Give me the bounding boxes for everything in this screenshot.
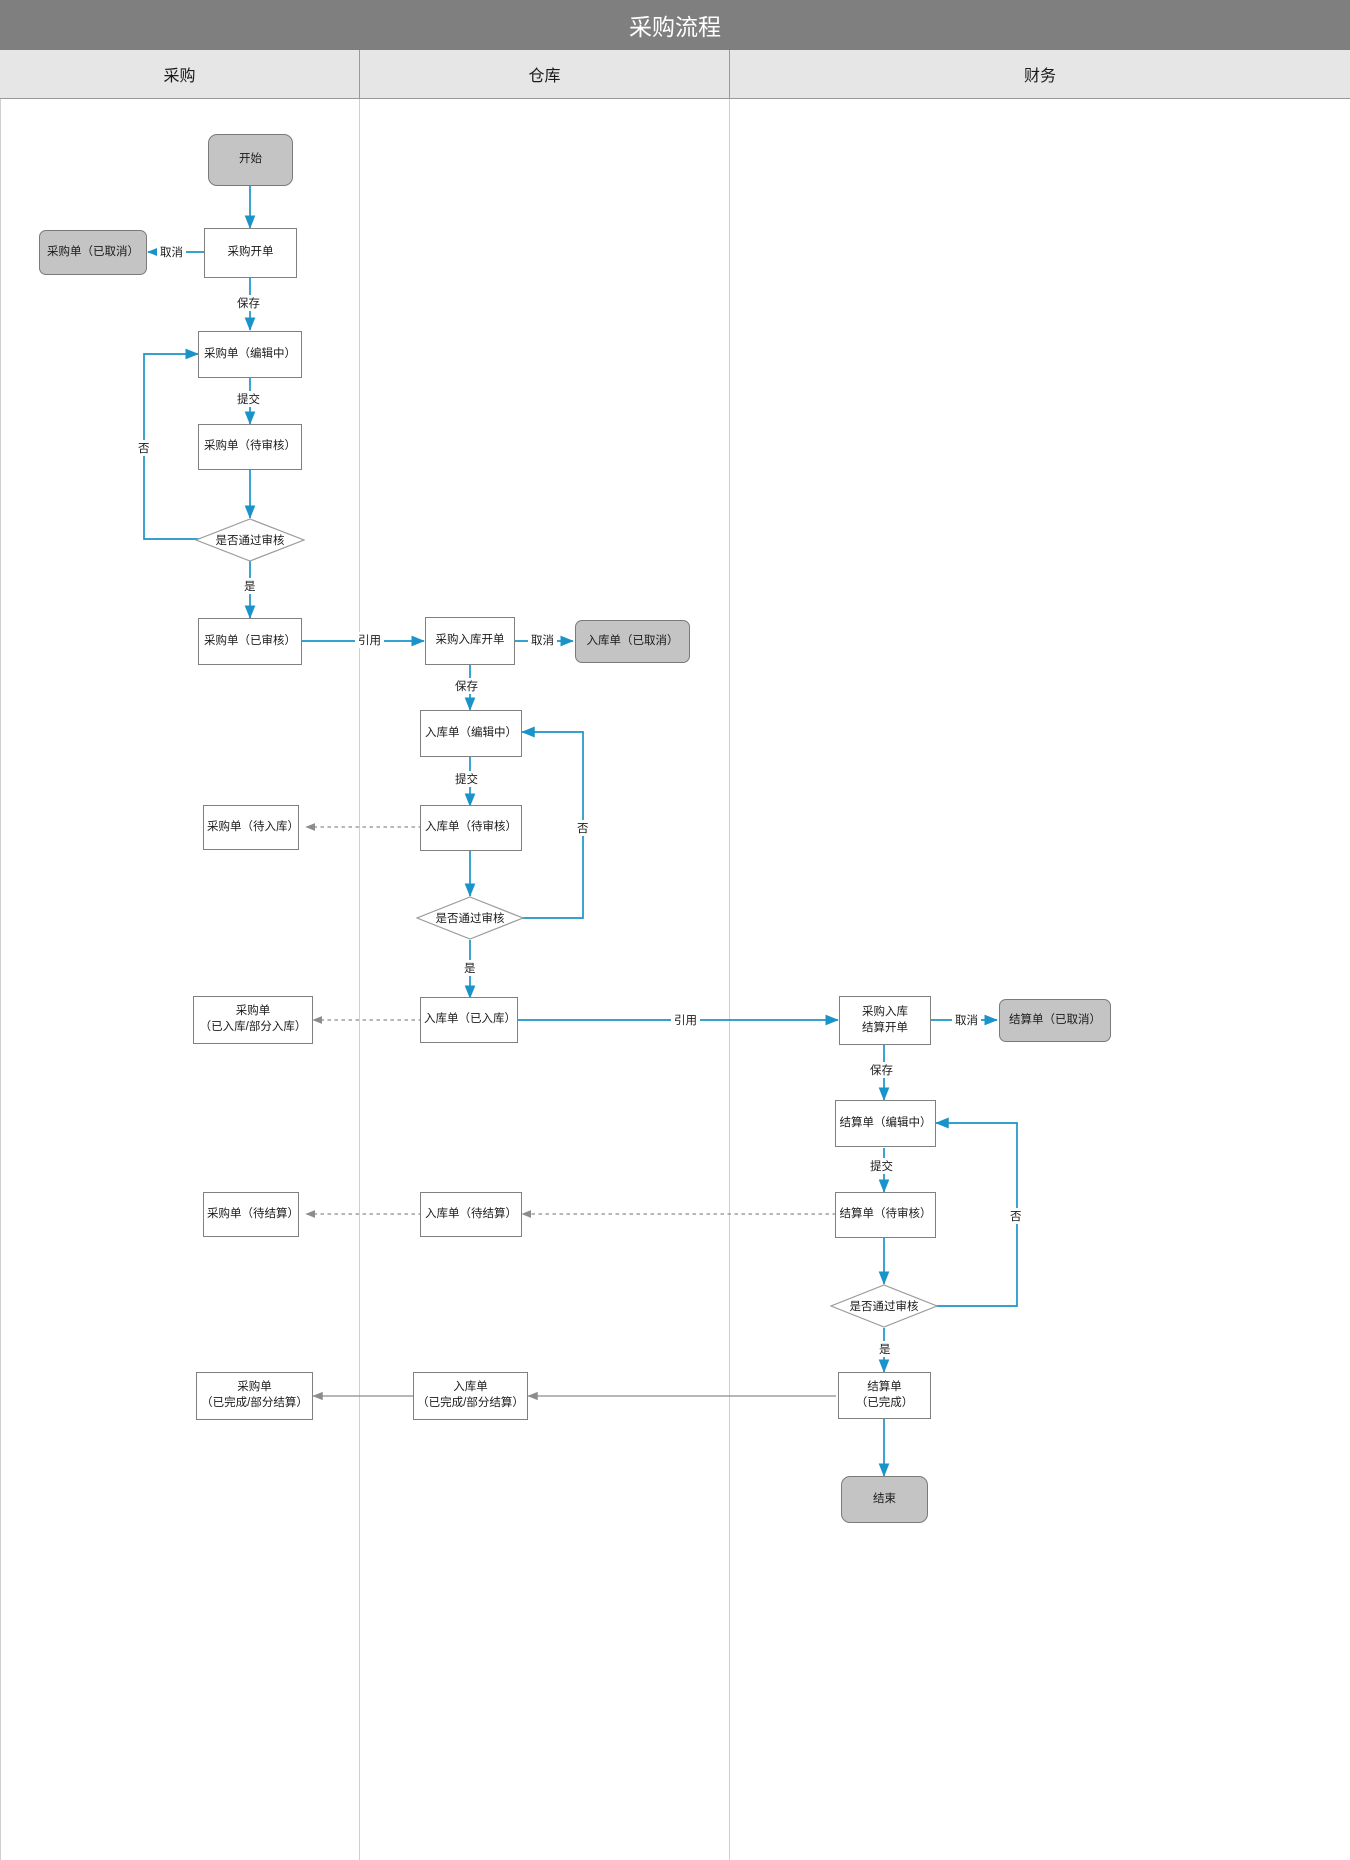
edge-label-quote-set: 引用: [671, 1012, 700, 1028]
edge-label-no-inb: 否: [574, 820, 592, 836]
lane-header-finance: 财务: [730, 50, 1350, 99]
node-po-pending-instock[interactable]: 采购单（待入库）: [203, 805, 299, 850]
node-po-audit-decision-label: 是否通过审核: [215, 535, 285, 547]
lane-body-warehouse: [360, 99, 730, 1860]
node-po-pending-audit[interactable]: 采购单（待审核）: [198, 424, 302, 470]
node-po-editing[interactable]: 采购单（编辑中）: [198, 331, 302, 378]
edge-label-save-po: 保存: [234, 295, 263, 311]
node-inb-instocked[interactable]: 入库单（已入库）: [420, 997, 518, 1043]
node-inb-audit-decision-label: 是否通过审核: [435, 913, 505, 925]
lane-header-warehouse: 仓库: [360, 50, 730, 99]
edge-label-yes-set: 是: [876, 1341, 894, 1357]
node-set-audit-decision-label: 是否通过审核: [849, 1301, 919, 1313]
node-po-cancelled[interactable]: 采购单（已取消）: [39, 230, 147, 275]
node-set-create[interactable]: 采购入库 结算开单: [839, 996, 931, 1045]
node-po-pending-settle[interactable]: 采购单（待结算）: [203, 1192, 299, 1237]
edge-label-save-set: 保存: [867, 1062, 896, 1078]
node-inb-create[interactable]: 采购入库开单: [425, 617, 515, 665]
edge-label-no-po: 否: [135, 440, 153, 456]
lane-body-purchasing: [0, 99, 360, 1860]
node-end[interactable]: 结束: [841, 1476, 928, 1523]
edge-label-no-set: 否: [1007, 1208, 1025, 1224]
edge-label-yes-po: 是: [241, 578, 259, 594]
lane-body-finance: [730, 99, 1350, 1860]
node-set-done[interactable]: 结算单 （已完成）: [838, 1372, 931, 1419]
edge-label-cancel-po: 取消: [157, 244, 186, 260]
node-set-audit-decision[interactable]: 是否通过审核: [830, 1284, 938, 1328]
edge-label-cancel-set: 取消: [952, 1012, 981, 1028]
node-inb-pending-settle[interactable]: 入库单（待结算）: [420, 1192, 522, 1237]
edge-label-submit-inb: 提交: [452, 771, 481, 787]
node-set-editing[interactable]: 结算单（编辑中）: [835, 1100, 936, 1147]
node-po-create[interactable]: 采购开单: [204, 228, 297, 278]
node-set-cancelled[interactable]: 结算单（已取消）: [999, 999, 1111, 1042]
node-inb-pending-audit[interactable]: 入库单（待审核）: [420, 805, 522, 851]
lane-header-purchasing: 采购: [0, 50, 360, 99]
node-inb-cancelled[interactable]: 入库单（已取消）: [575, 620, 690, 663]
diagram-title: 采购流程: [0, 0, 1350, 50]
node-set-pending-audit[interactable]: 结算单（待审核）: [835, 1192, 936, 1238]
edge-label-cancel-inb: 取消: [528, 632, 557, 648]
node-po-audited[interactable]: 采购单（已审核）: [198, 618, 302, 665]
edge-label-quote-inb: 引用: [355, 632, 384, 648]
node-inb-editing[interactable]: 入库单（编辑中）: [420, 710, 522, 757]
node-start[interactable]: 开始: [208, 134, 293, 186]
edge-label-submit-set: 提交: [867, 1158, 896, 1174]
node-po-done-partial-settle[interactable]: 采购单 （已完成/部分结算）: [196, 1372, 313, 1420]
node-po-instock-partial[interactable]: 采购单 （已入库/部分入库）: [193, 996, 313, 1044]
node-inb-done-partial-settle[interactable]: 入库单 （已完成/部分结算）: [413, 1372, 528, 1420]
edge-label-yes-inb: 是: [461, 960, 479, 976]
node-po-audit-decision[interactable]: 是否通过审核: [195, 518, 305, 562]
node-inb-audit-decision[interactable]: 是否通过审核: [416, 896, 524, 940]
edge-label-save-inb: 保存: [452, 678, 481, 694]
edge-label-submit-po: 提交: [234, 391, 263, 407]
